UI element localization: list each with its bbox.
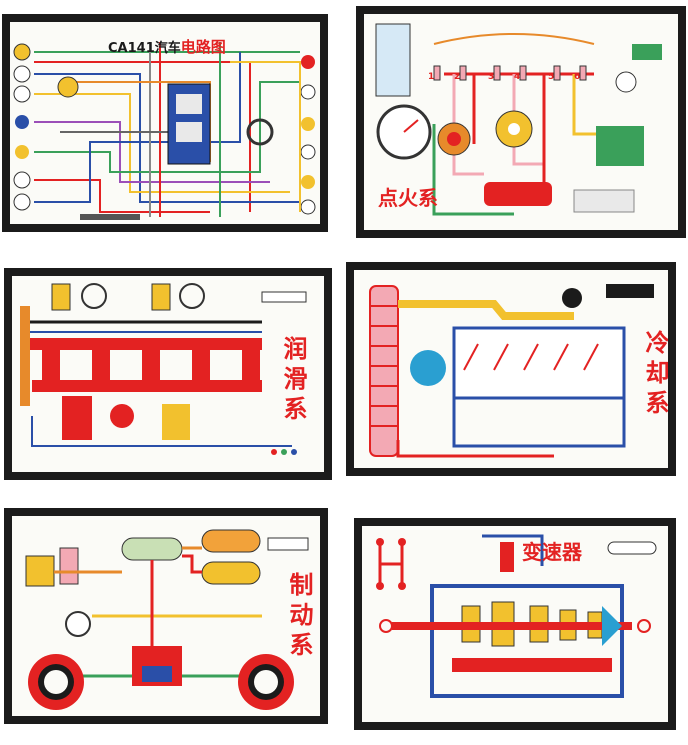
cylinder-label-3: 3 xyxy=(488,72,495,82)
electrical-panel: CA141汽车电路图 xyxy=(10,22,320,224)
cylinder-label-2: 2 xyxy=(454,72,461,82)
gearbox-panel: 变速器 xyxy=(362,526,668,722)
cooling-title: 冷却系 xyxy=(641,330,668,420)
brake-panel: 制动系 xyxy=(12,516,320,716)
electrical-title-prefix: CA141汽车 xyxy=(108,41,181,56)
lubrication-diagram xyxy=(12,276,324,472)
ignition-title: 点火系 xyxy=(378,186,438,210)
brake-board: 制动系 xyxy=(4,508,328,724)
cooling-board: 冷却系 xyxy=(346,262,676,476)
electrical-board: CA141汽车电路图 xyxy=(2,14,328,232)
cylinder-label-1: 1 xyxy=(428,72,435,82)
ignition-panel: 1 2 3 4 5 6 点火系 xyxy=(364,14,678,230)
gearbox-board: 变速器 xyxy=(354,518,676,730)
cylinder-label-4: 4 xyxy=(514,72,521,82)
cylinder-label-5: 5 xyxy=(548,72,555,82)
ignition-diagram xyxy=(364,14,678,230)
electrical-title-main: 电路图 xyxy=(180,38,226,56)
ignition-board: 1 2 3 4 5 6 点火系 xyxy=(356,6,686,238)
cooling-diagram xyxy=(354,270,668,468)
lubrication-board: 润滑系 xyxy=(4,268,332,480)
gearbox-diagram xyxy=(362,526,668,722)
cylinder-label-6: 6 xyxy=(574,72,581,82)
electrical-title: CA141汽车电路图 xyxy=(108,36,226,57)
gearbox-title: 变速器 xyxy=(522,540,582,564)
cooling-panel: 冷却系 xyxy=(354,270,668,468)
brake-diagram xyxy=(12,516,320,716)
lubrication-panel: 润滑系 xyxy=(12,276,324,472)
brake-title: 制动系 xyxy=(285,572,313,662)
lubrication-title: 润滑系 xyxy=(279,336,307,426)
electrical-diagram xyxy=(10,22,320,224)
